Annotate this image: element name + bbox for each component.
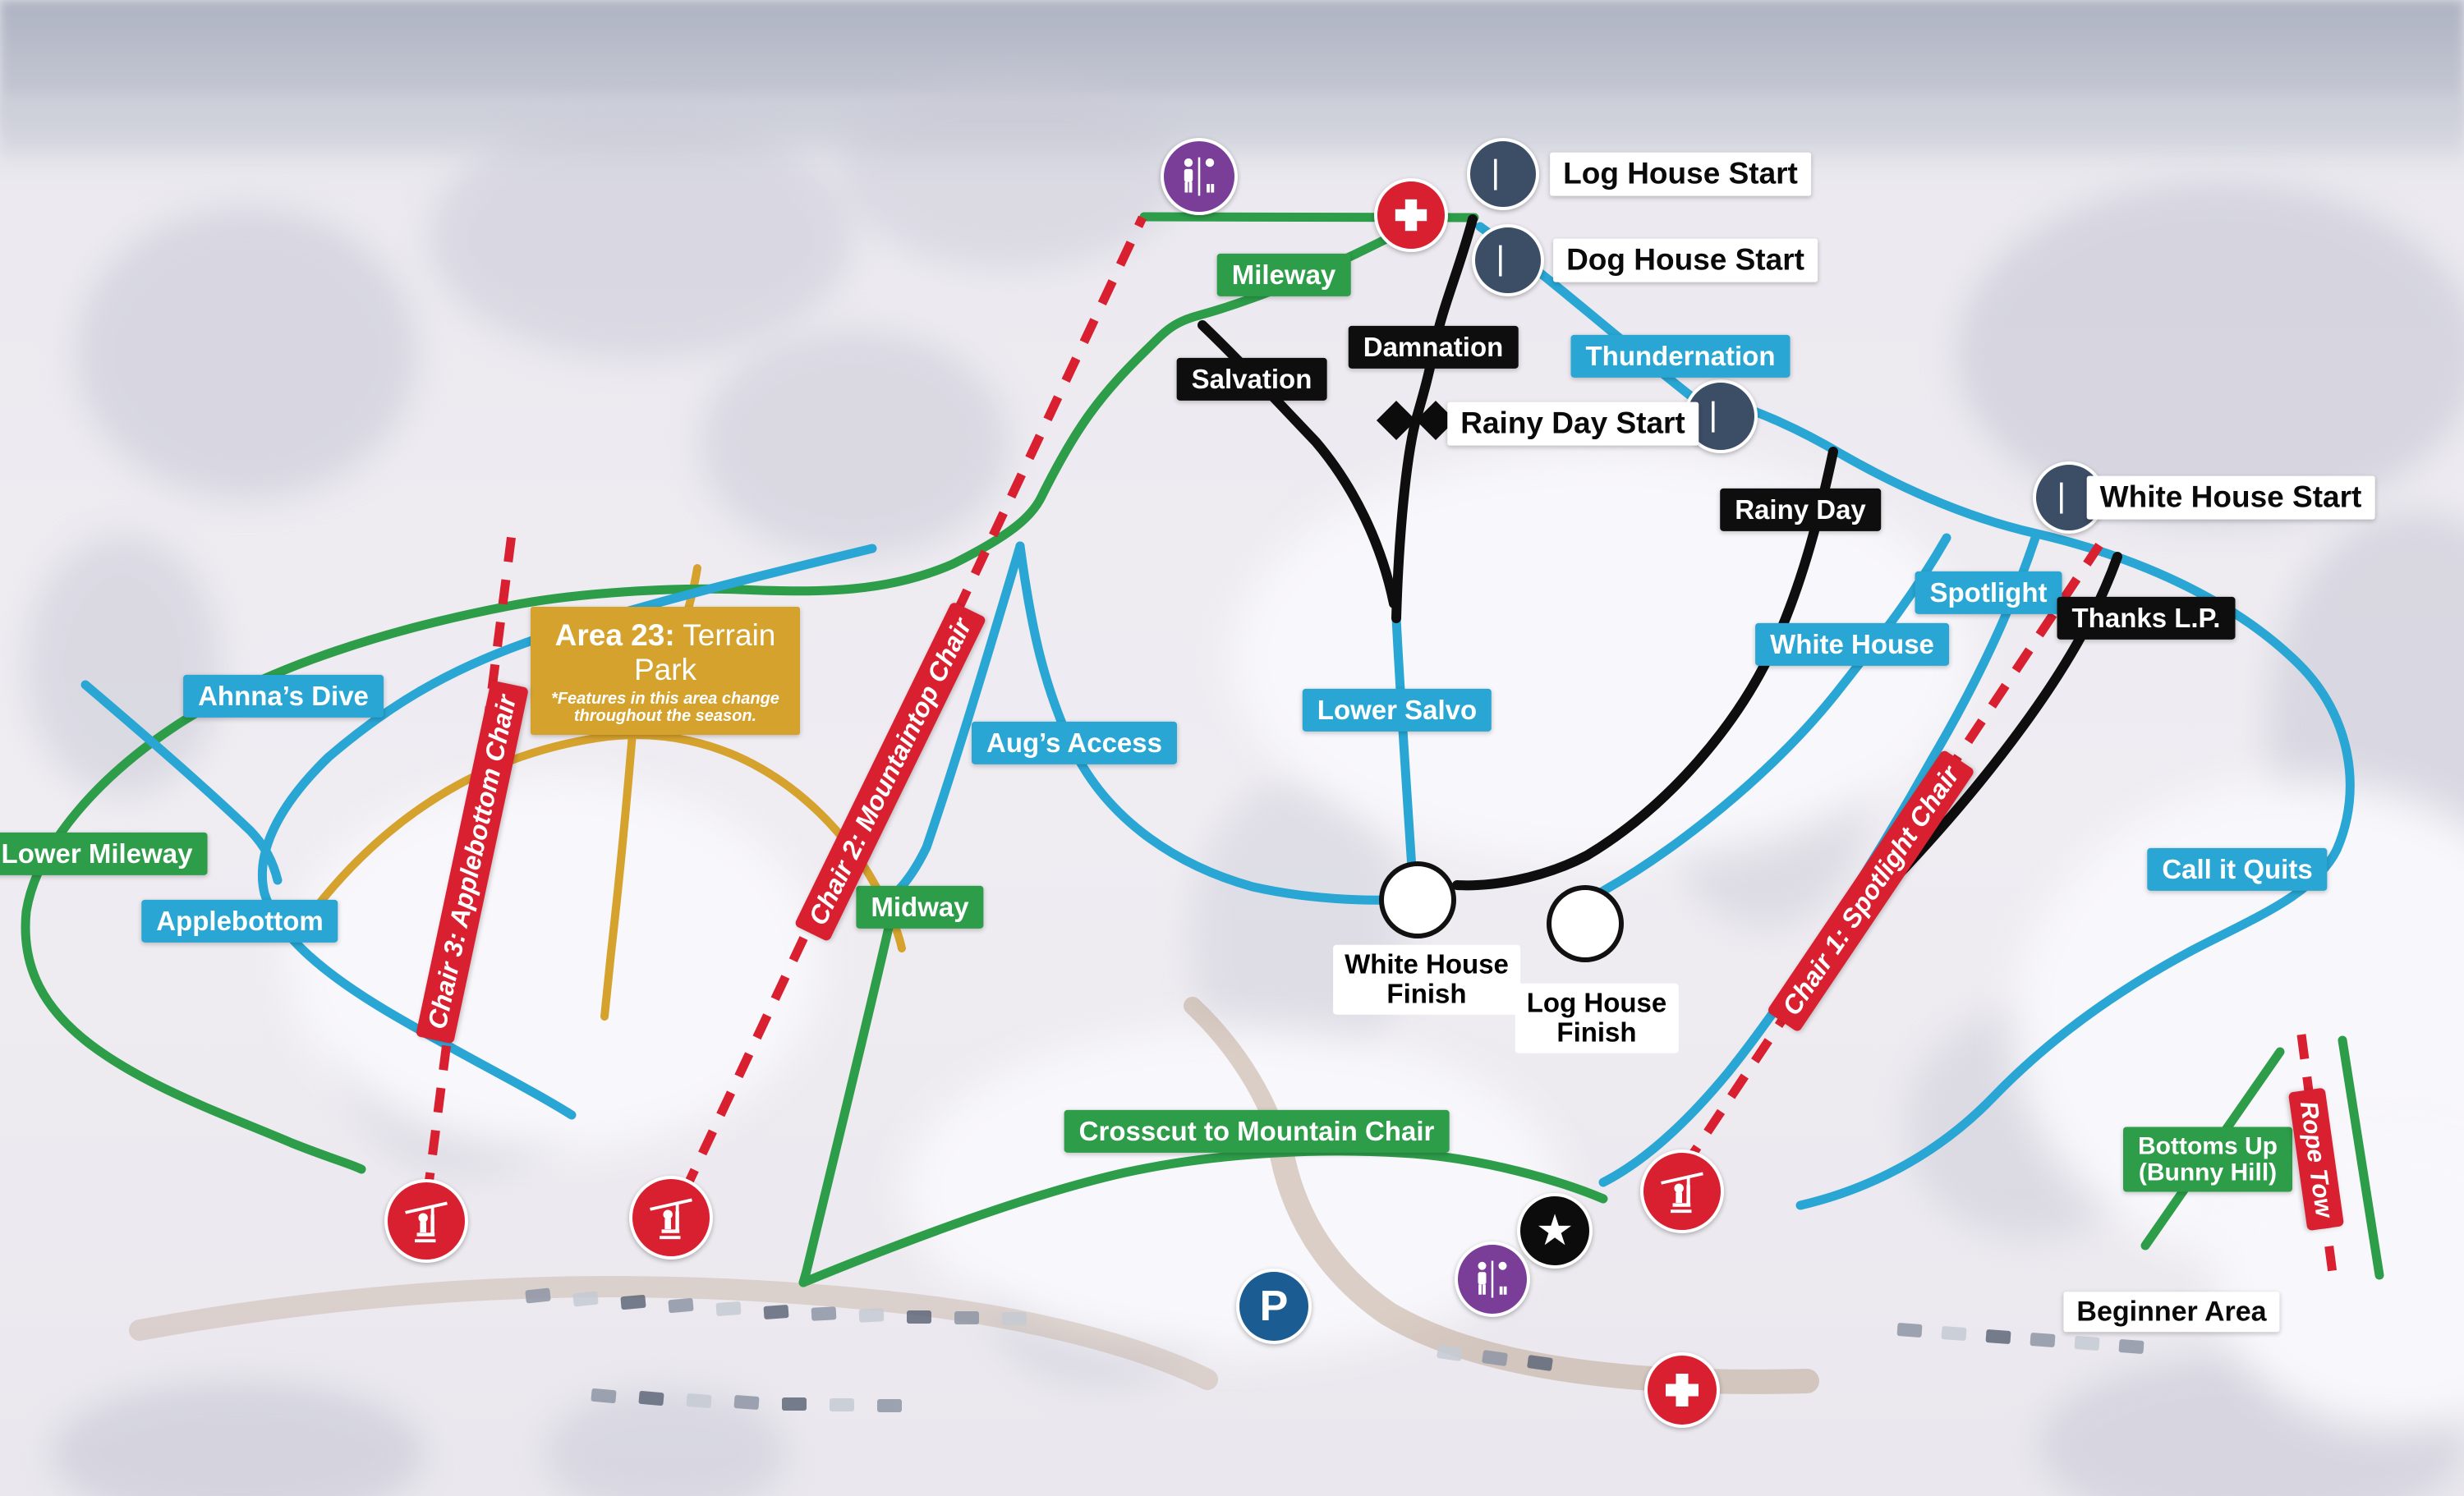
trail-label-applebottom: Applebottom	[141, 899, 338, 943]
trail-label-augs-access: Aug’s Access	[972, 721, 1177, 765]
trail-label-call-it-quits: Call it Quits	[2147, 847, 2328, 892]
chair3-base-lift-icon	[384, 1179, 468, 1263]
restroom-icon	[1161, 138, 1238, 215]
label-beginner-area: Beginner Area	[2063, 1292, 2280, 1333]
parking-letter: P	[1259, 1283, 1289, 1330]
trail-label-lower-mileway: Lower Mileway	[0, 832, 208, 876]
log-house-finish-point	[1547, 885, 1624, 962]
trail-label-crosscut: Crosscut to Mountain Chair	[1064, 1109, 1450, 1154]
forest-texture	[838, 74, 1183, 271]
forest-texture	[698, 328, 1010, 558]
trail-white-house	[1598, 533, 1951, 896]
trail-label-ahnnas-dive: Ahnna’s Dive	[183, 674, 384, 718]
dog-house-start-flag-icon	[1472, 224, 1544, 296]
trail-label-thanks-lp: Thanks L.P.	[2057, 596, 2236, 640]
forest-texture	[25, 534, 222, 796]
first-aid-cross-glyph	[1666, 1374, 1699, 1407]
trail-label-salvation: Salvation	[1176, 357, 1327, 402]
trail-rainy-day	[1452, 447, 1838, 891]
snow-slope	[903, 1026, 1561, 1355]
forest-texture	[49, 1379, 427, 1496]
terrain-park-label: Area 23: Terrain Park *Features in this …	[531, 607, 800, 735]
trail-augs-access-west	[892, 541, 1025, 897]
first-aid-icon	[1374, 178, 1448, 252]
forest-texture	[1955, 181, 2464, 525]
trail-label-lower-salvo: Lower Salvo	[1302, 688, 1492, 732]
trail-label-bottoms-up: Bottoms Up (Bunny Hill)	[2123, 1127, 2292, 1192]
restroom-glyph	[1478, 1260, 1507, 1298]
restroom-base-icon	[1455, 1241, 1530, 1317]
forest-texture	[74, 205, 419, 501]
chair1-base-lift-icon	[1640, 1150, 1724, 1233]
chairlift-glyph	[405, 1201, 448, 1243]
trail-lower-salvo	[1391, 613, 1417, 874]
first-aid-base-icon	[1644, 1352, 1720, 1428]
terrain-park-south-line	[600, 729, 637, 1021]
trail-bottoms-up-right	[2338, 1035, 2384, 1280]
label-log-house-start: Log House Start	[1550, 152, 1811, 196]
label-rainy-day-start: Rainy Day Start	[1447, 402, 1699, 446]
lodge-star-icon: ★	[1517, 1193, 1593, 1269]
forest-texture	[427, 115, 854, 361]
trail-label-white-house: White House	[1755, 622, 1949, 667]
trail-label-mileway: Mileway	[1216, 253, 1351, 297]
trail-damnation	[1391, 214, 1478, 623]
trail-mileway-lower-mileway	[21, 233, 1393, 1174]
trail-label-damnation: Damnation	[1348, 325, 1519, 369]
label-log-house-finish: Log House Finish	[1515, 983, 1679, 1053]
trail-augs-access	[1015, 541, 1419, 905]
trail-midway	[798, 887, 902, 1287]
trail-label-spotlight: Spotlight	[1915, 571, 2062, 615]
parking-road	[129, 1276, 1218, 1390]
label-white-house-finish: White House Finish	[1333, 944, 1520, 1015]
white-house-finish-point	[1379, 861, 1456, 938]
first-aid-cross-glyph	[1395, 199, 1427, 232]
chair2-base-lift-icon	[629, 1176, 713, 1260]
restroom-glyph	[1184, 157, 1215, 196]
log-house-start-flag-icon	[1467, 138, 1539, 210]
label-dog-house-start: Dog House Start	[1553, 238, 1818, 282]
trail-label-rainy-day: Rainy Day	[1720, 488, 1881, 532]
trail-label-thundernation: Thundernation	[1570, 334, 1791, 379]
chairlift-glyph	[1661, 1172, 1703, 1214]
trail-applebottom	[80, 680, 283, 885]
label-white-house-start: White House Start	[2086, 475, 2375, 520]
parking-icon: P	[1236, 1269, 1312, 1344]
parked-cars	[525, 1287, 2145, 1412]
trail-label-midway: Midway	[856, 885, 984, 929]
chairlift-glyph	[650, 1198, 692, 1240]
trail-crosscut	[798, 1146, 1608, 1287]
lift-chair2-line	[680, 215, 1147, 1195]
lift-chair3-line	[422, 521, 518, 1198]
